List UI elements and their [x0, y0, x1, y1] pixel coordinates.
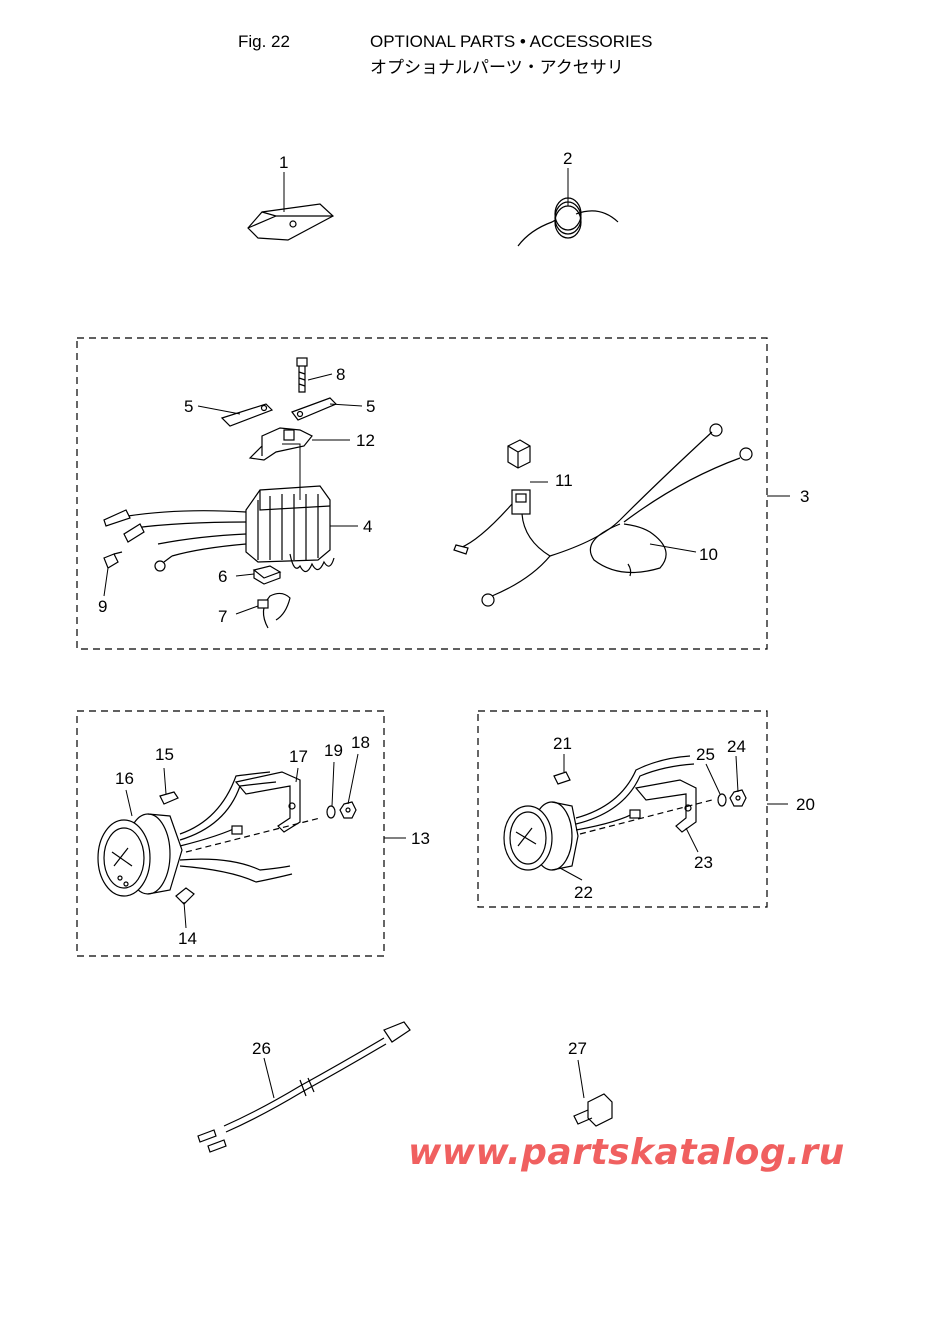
callout-2: 2 [563, 149, 572, 168]
callout-13: 13 [411, 829, 430, 848]
callout-12: 12 [356, 431, 375, 450]
part-16-meter [97, 813, 183, 897]
callout-18: 18 [351, 733, 370, 752]
callout-27: 27 [568, 1039, 587, 1058]
part-1-cover [247, 203, 335, 241]
callout-9: 9 [98, 597, 107, 616]
part-22-meter [503, 801, 579, 871]
meter-20-wires [575, 755, 713, 835]
callout-17: 17 [289, 747, 308, 766]
part-26-cable [197, 1021, 411, 1153]
callout-11: 11 [555, 471, 573, 490]
part-7-band [257, 592, 291, 629]
callout-15: 15 [155, 745, 174, 764]
callout-22: 22 [574, 883, 593, 902]
callout-19: 19 [324, 741, 343, 760]
callout-5-right: 5 [366, 397, 375, 416]
part-21-bulb [553, 771, 571, 785]
callout-4: 4 [363, 517, 372, 536]
figure-title-japanese: オプショナルパーツ・アクセサリ [370, 58, 624, 78]
part-15-bulb [159, 791, 179, 805]
callout-20: 20 [796, 795, 815, 814]
callout-14: 14 [178, 929, 197, 948]
part-12-bracket [248, 427, 313, 461]
part-6-cap [252, 565, 282, 585]
callout-21: 21 [553, 734, 572, 753]
part-18-nut [339, 801, 357, 819]
leader-lines [103, 168, 790, 1099]
part-25-washer [717, 793, 727, 807]
meter-13-wires [179, 771, 321, 883]
part-11-relay [507, 439, 531, 469]
callout-7: 7 [218, 607, 227, 626]
figure-title-english: OPTIONAL PARTS • ACCESSORIES [370, 32, 653, 51]
part-8-bolt [296, 357, 308, 393]
part-27-connector [573, 1093, 613, 1127]
callout-23: 23 [694, 853, 713, 872]
callout-8: 8 [336, 365, 345, 384]
callout-5-left: 5 [184, 397, 193, 416]
part-5-clamp-left [220, 403, 274, 427]
callout-26: 26 [252, 1039, 271, 1058]
part-4-regulator [103, 485, 335, 573]
callout-3: 3 [800, 487, 809, 506]
part-23-bracket [634, 779, 697, 833]
part-3-harness [453, 423, 753, 607]
callout-25: 25 [696, 745, 715, 764]
part-14-bulb [175, 887, 195, 905]
part-17-bracket [234, 771, 301, 833]
part-5-clamp-right [291, 397, 338, 421]
callout-1: 1 [279, 153, 288, 172]
watermark-text: www.partskatalog.ru [408, 1132, 845, 1173]
group-box-meter-kit-20 [477, 710, 768, 908]
figure-number: Fig. 22 [238, 32, 290, 51]
callout-10: 10 [699, 545, 718, 564]
callout-6: 6 [218, 567, 227, 586]
callout-24: 24 [727, 737, 746, 756]
part-24-nut [729, 789, 747, 807]
callout-16: 16 [115, 769, 134, 788]
callout-labels: 1 2 3 4 5 5 6 7 8 9 10 11 12 13 14 15 16… [98, 149, 815, 1058]
group-box-wiring-kit [76, 337, 768, 650]
part-9-connector [103, 551, 123, 569]
part-19-washer [326, 805, 336, 819]
